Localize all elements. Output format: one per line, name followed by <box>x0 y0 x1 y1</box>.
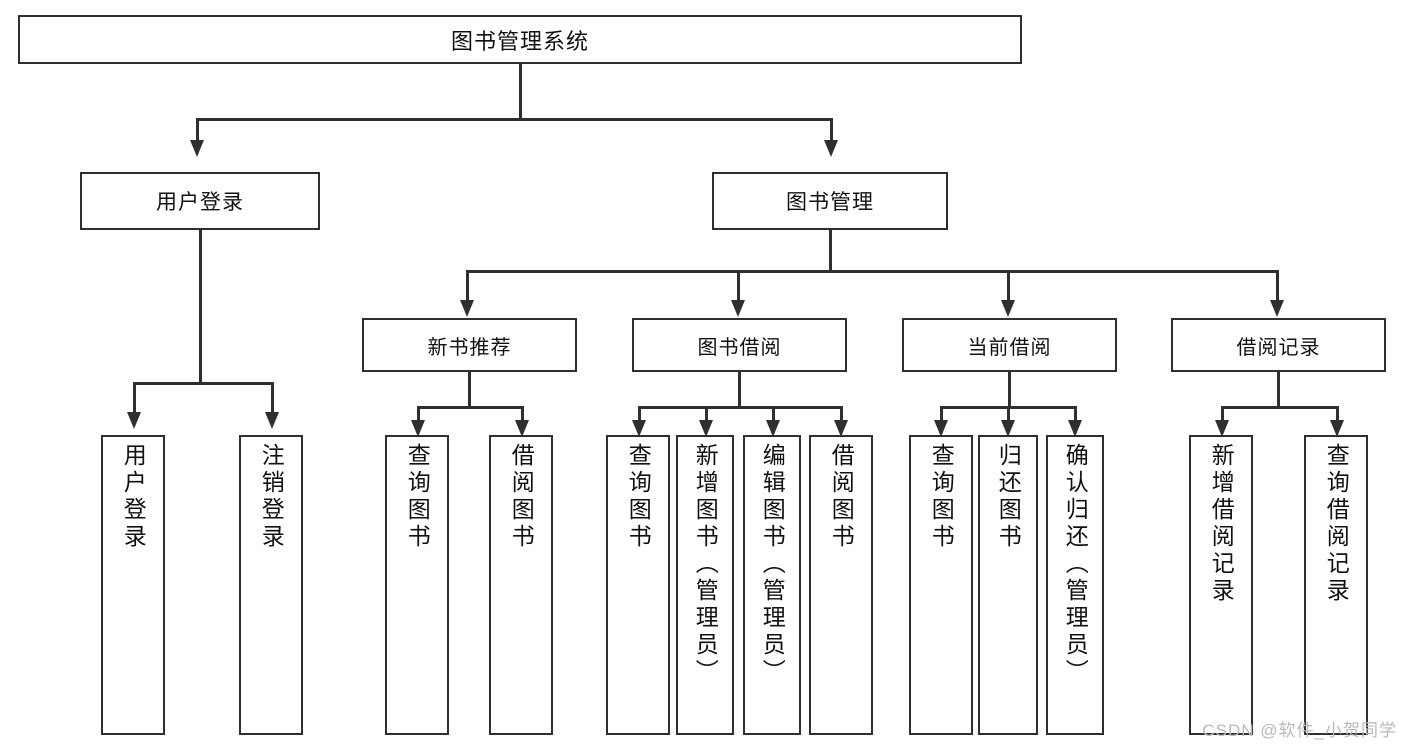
leaf-label: 借阅图书 <box>828 443 855 551</box>
connector-book-borrow-drop-1 <box>638 406 641 422</box>
node-label: 当前借阅 <box>967 336 1052 359</box>
connector-new-book-stem <box>468 372 471 406</box>
connector-borrow-record-drop-1 <box>1221 406 1224 422</box>
leaf-label: 查询图书 <box>928 443 955 551</box>
node-new-book-recommend: 新书推荐 <box>362 318 577 372</box>
node-label: 图书管理系统 <box>450 28 589 54</box>
connector-level2-drop-2 <box>737 270 740 300</box>
connector-root-stem <box>519 64 522 118</box>
leaf-label: 新增借阅记录 <box>1208 443 1235 605</box>
arrow-to-user-login-leaf <box>127 412 141 429</box>
leaf-label: 查询图书 <box>404 443 431 551</box>
connector-new-book-drop-2 <box>521 406 524 422</box>
arrow-to-book-borrow <box>731 300 745 317</box>
node-label: 借阅记录 <box>1236 336 1321 359</box>
arrow-to-borrow-record-leaf-1 <box>1215 420 1229 437</box>
node-book-management: 图书管理 <box>712 172 948 230</box>
arrow-to-borrow-record-leaf-2 <box>1330 420 1344 437</box>
leaf-query-book-borrow: 查询图书 <box>606 435 670 735</box>
node-label: 图书管理 <box>786 191 874 214</box>
leaf-query-book-current: 查询图书 <box>909 435 973 735</box>
connector-book-borrow-bus <box>638 406 842 409</box>
leaf-label: 确认归还（管理员） <box>1062 443 1089 686</box>
leaf-query-book-recommend: 查询图书 <box>385 435 449 735</box>
connector-book-borrow-drop-3 <box>772 406 775 422</box>
connector-level1-drop-right <box>830 118 833 140</box>
leaf-label: 查询借阅记录 <box>1323 443 1350 605</box>
connector-current-borrow-drop-2 <box>1007 406 1010 422</box>
connector-current-borrow-drop-1 <box>940 406 943 422</box>
connector-level2-drop-4 <box>1276 270 1279 300</box>
leaf-label: 新增图书（管理员） <box>692 443 719 686</box>
arrow-to-current-borrow <box>1001 300 1015 317</box>
leaf-confirm-return-admin: 确认归还（管理员） <box>1046 435 1104 735</box>
node-book-borrow: 图书借阅 <box>632 318 847 372</box>
connector-book-borrow-drop-4 <box>840 406 843 422</box>
leaf-logout: 注销登录 <box>239 435 303 735</box>
connector-level2-bus <box>466 270 1278 273</box>
leaf-label: 借阅图书 <box>508 443 535 551</box>
arrow-to-book-borrow-leaf-1 <box>632 420 646 437</box>
arrow-to-book-borrow-leaf-2 <box>699 420 713 437</box>
connector-level2-drop-1 <box>466 270 469 300</box>
connector-new-book-bus <box>417 406 523 409</box>
connector-user-login-bus <box>133 382 273 385</box>
leaf-edit-book-admin: 编辑图书（管理员） <box>743 435 801 735</box>
connector-current-borrow-stem <box>1008 372 1011 406</box>
arrow-to-book-management <box>824 140 838 157</box>
arrow-to-new-book-recommend <box>460 300 474 317</box>
connector-level1-bus <box>196 118 833 121</box>
node-label: 图书借阅 <box>697 336 782 359</box>
node-label: 用户登录 <box>156 191 244 214</box>
connector-borrow-record-bus <box>1221 406 1338 409</box>
node-user-login: 用户登录 <box>80 172 320 230</box>
arrow-to-book-borrow-leaf-4 <box>834 420 848 437</box>
arrow-to-user-login <box>190 140 204 157</box>
connector-book-borrow-stem <box>738 372 741 406</box>
leaf-add-borrow-record: 新增借阅记录 <box>1189 435 1253 735</box>
leaf-borrow-book-recommend: 借阅图书 <box>489 435 553 735</box>
node-current-borrow: 当前借阅 <box>902 318 1117 372</box>
leaf-label: 用户登录 <box>120 443 147 551</box>
connector-user-login-drop-1 <box>133 382 136 412</box>
arrow-to-current-borrow-leaf-3 <box>1068 420 1082 437</box>
arrow-to-new-book-leaf-2 <box>515 420 529 437</box>
leaf-label: 查询图书 <box>625 443 652 551</box>
leaf-label: 编辑图书（管理员） <box>759 443 786 686</box>
leaf-add-book-admin: 新增图书（管理员） <box>676 435 734 735</box>
connector-user-login-drop-2 <box>271 382 274 412</box>
connector-borrow-record-stem <box>1277 372 1280 406</box>
leaf-borrow-book: 借阅图书 <box>809 435 873 735</box>
node-borrow-record: 借阅记录 <box>1171 318 1386 372</box>
connector-level2-drop-3 <box>1007 270 1010 300</box>
connector-current-borrow-drop-3 <box>1074 406 1077 422</box>
connector-book-borrow-drop-2 <box>705 406 708 422</box>
connector-book-management-stem <box>829 230 832 270</box>
leaf-label: 归还图书 <box>995 443 1022 551</box>
arrow-to-new-book-leaf-1 <box>411 420 425 437</box>
arrow-to-current-borrow-leaf-1 <box>934 420 948 437</box>
arrow-to-borrow-record <box>1270 300 1284 317</box>
leaf-user-login: 用户登录 <box>101 435 165 735</box>
node-root-book-management-system: 图书管理系统 <box>18 15 1022 64</box>
leaf-label: 注销登录 <box>258 443 285 551</box>
connector-new-book-drop-1 <box>417 406 420 422</box>
connector-level1-drop-left <box>196 118 199 140</box>
node-label: 新书推荐 <box>427 336 512 359</box>
connector-user-login-stem <box>199 230 202 382</box>
arrow-to-logout-leaf <box>265 412 279 429</box>
arrow-to-book-borrow-leaf-3 <box>766 420 780 437</box>
connector-borrow-record-drop-2 <box>1336 406 1339 422</box>
arrow-to-current-borrow-leaf-2 <box>1001 420 1015 437</box>
leaf-query-borrow-record: 查询借阅记录 <box>1304 435 1368 735</box>
leaf-return-book: 归还图书 <box>978 435 1038 735</box>
